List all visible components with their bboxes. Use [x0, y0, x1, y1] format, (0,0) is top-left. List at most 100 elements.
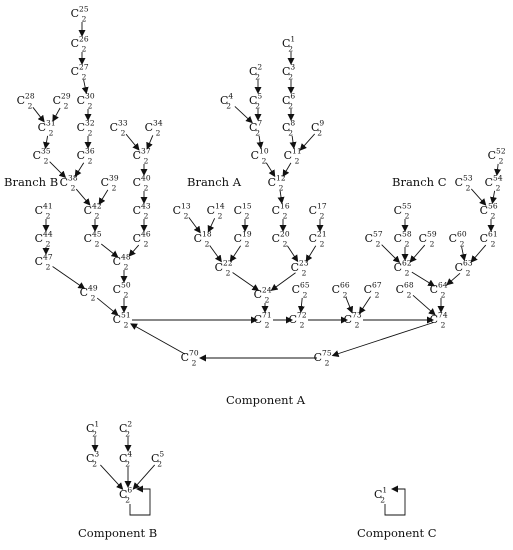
node-letter: C [52, 93, 62, 107]
node-letter: C [132, 203, 142, 217]
node-index: 39 [109, 173, 119, 183]
node-subscript: 2 [87, 156, 93, 166]
node-component_b-6: C62 [119, 486, 137, 505]
node-component_a-32: C322 [77, 119, 100, 136]
node-subscript: 2 [374, 290, 380, 300]
node-subscript: 2 [317, 128, 322, 138]
node-subscript: 2 [465, 268, 471, 278]
node-component_a-45: C452 [83, 230, 107, 249]
node-letter: C [70, 36, 80, 50]
node-subscript: 2 [354, 320, 360, 330]
node-subscript: 2 [94, 239, 100, 249]
edge-component_a-10-to-12 [265, 162, 276, 178]
node-subscript: 2 [157, 459, 162, 469]
node-component_a-55: C552 [394, 201, 417, 219]
node-subscript: 2 [459, 239, 465, 249]
node-subscript: 2 [143, 239, 149, 249]
node-component_a-29: C292 [52, 91, 76, 109]
node-subscript: 2 [45, 239, 51, 249]
node-component_a-1: C12 [282, 35, 300, 52]
edge-component_a-62-to-64 [411, 271, 436, 287]
node-index: 75 [322, 348, 332, 358]
node-index: 1 [382, 485, 388, 495]
node-letter: C [83, 231, 93, 245]
node-subscript: 2 [465, 183, 471, 193]
node-letter: C [282, 64, 291, 78]
node-index: 55 [402, 201, 412, 211]
node-index: 63 [463, 258, 473, 268]
node-index: 47 [43, 252, 53, 262]
node-component_a-7: C72 [249, 119, 267, 136]
node-letter: C [253, 287, 263, 301]
edge-component_a-63-to-64 [446, 272, 461, 286]
node-letter: C [112, 254, 122, 268]
node-component_a-64: C642 [430, 281, 453, 298]
node-index: 23 [299, 258, 309, 268]
node-index: 1 [94, 419, 100, 429]
node-component_a-50: C502 [113, 281, 136, 298]
node-subscript: 2 [123, 262, 129, 272]
node-index: 4 [228, 91, 234, 101]
edge-component_a-70-to-51 [130, 323, 186, 355]
node-subscript: 2 [429, 239, 435, 249]
node-index: 19 [242, 229, 252, 239]
node-index: 48 [121, 252, 131, 262]
edge-component_a-31-to-35 [43, 135, 50, 150]
node-letter: C [271, 231, 281, 245]
node-letter: C [253, 312, 263, 326]
node-component_b-1: C12 [86, 419, 104, 439]
node-subscript: 2 [490, 239, 496, 249]
node-letter: C [112, 312, 122, 326]
node-subscript: 2 [92, 459, 97, 469]
node-subscript: 2 [261, 156, 267, 166]
node-index: 22 [223, 258, 233, 268]
node-subscript: 2 [48, 128, 54, 138]
node-component_a-25: C252 [71, 5, 94, 22]
node-index: 27 [79, 62, 89, 72]
node-subscript: 2 [81, 72, 87, 82]
node-component_a-8: C82 [282, 118, 300, 136]
node-letter: C [83, 203, 93, 217]
node-index: 28 [25, 91, 35, 101]
node-component_a-35: C352 [33, 147, 56, 164]
node-component_a-54: C542 [484, 174, 508, 191]
node-subscript: 2 [299, 320, 305, 330]
node-index: 70 [189, 348, 199, 358]
node-letter: C [363, 282, 373, 296]
node-subscript: 2 [92, 429, 97, 439]
node-letter: C [193, 231, 203, 245]
edge-component_a-20-to-23 [287, 245, 299, 263]
node-index: 8 [290, 118, 296, 128]
node-subscript: 2 [255, 72, 260, 82]
edge-component_a-65-to-72 [297, 297, 305, 314]
node-letter: C [311, 120, 320, 134]
node-component_a-24: C242 [253, 286, 277, 303]
node-letter: C [283, 148, 293, 162]
edge-component_a-60-to-63 [459, 246, 467, 262]
node-component_b-3: C32 [86, 450, 104, 469]
edge-component_a-12-to-16 [277, 190, 285, 205]
node-letter: C [484, 175, 494, 189]
edge-component_a-22-to-24 [232, 272, 260, 292]
edge-component_a-19-to-22 [229, 245, 241, 263]
node-letter: C [119, 421, 128, 435]
node-letter: C [34, 254, 44, 268]
node-component_a-60: C602 [449, 230, 472, 249]
node-letter: C [151, 451, 160, 465]
node-subscript: 2 [183, 211, 189, 221]
node-letter: C [479, 203, 489, 217]
edge-component_a-29-to-31 [52, 107, 61, 122]
node-index: 29 [61, 91, 71, 101]
node-subscript: 2 [404, 268, 410, 278]
node-subscript: 2 [490, 211, 496, 221]
node-subscript: 2 [125, 495, 130, 505]
node-index: 44 [43, 229, 53, 239]
node-index: 49 [88, 283, 98, 293]
node-component_a-5: C52 [249, 92, 267, 109]
node-index: 12 [276, 173, 286, 183]
node-letter: C [487, 148, 497, 162]
edge-component_a-23-to-24 [270, 272, 296, 291]
node-component_a-19: C192 [234, 229, 257, 247]
node-component_a-37: C372 [133, 147, 156, 164]
